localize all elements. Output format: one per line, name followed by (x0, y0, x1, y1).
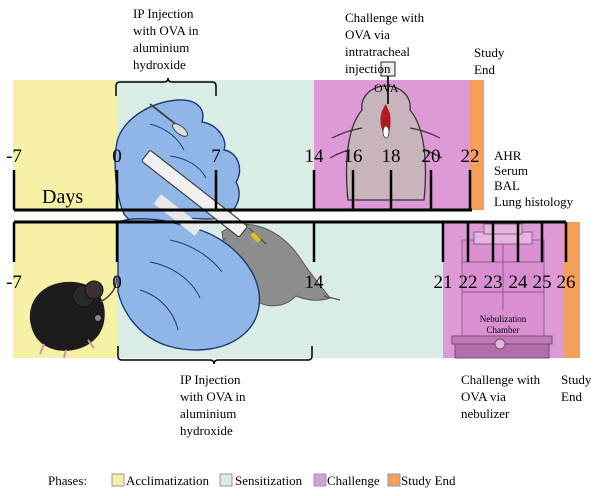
svg-text:Study: Study (474, 45, 505, 60)
legend-swatch-study-end (387, 473, 401, 487)
days-label: Days (42, 186, 83, 208)
bottom-study-end-note: Study End (561, 372, 592, 404)
svg-text:IP Injection: IP Injection (180, 372, 241, 387)
svg-text:End: End (474, 62, 495, 77)
bottom-tick-label: 0 (112, 272, 122, 293)
top-study-end-region (469, 80, 484, 210)
bottom-ip-injection-note: IP Injection with OVA in aluminium hydro… (180, 372, 246, 438)
bottom-tick-label: 25 (533, 272, 552, 293)
top-timeline: -7 0 7 14 16 18 20 22 Days (6, 77, 480, 212)
top-tick-label: 20 (422, 146, 441, 167)
legend-item: Acclimatization (126, 473, 210, 488)
legend-title: Phases: (48, 473, 87, 488)
bottom-tick-label: 23 (484, 272, 503, 293)
top-tick-label: -7 (6, 146, 22, 167)
outcome-item: Serum (494, 163, 528, 178)
bottom-injection-brace (117, 346, 313, 365)
legend-item: Sensitization (235, 473, 303, 488)
outcome-item: BAL (494, 178, 520, 193)
svg-text:Challenge with: Challenge with (461, 372, 541, 387)
intratracheal-rat-illustration (329, 61, 443, 201)
svg-text:OVA via: OVA via (461, 389, 506, 404)
svg-text:End: End (561, 389, 582, 404)
top-study-end-note: Study End (474, 45, 505, 77)
phase-legend: Phases: Acclimatization Sensitization Ch… (48, 473, 456, 488)
bottom-tick-label: 21 (434, 272, 453, 293)
ova-label: OVA (374, 81, 399, 95)
outcome-list: AHR Serum BAL Lung histology (494, 148, 574, 209)
svg-text:with OVA in: with OVA in (133, 23, 199, 38)
top-tick-label: 18 (382, 146, 401, 167)
syringe-icon (141, 103, 267, 245)
top-injection-brace (115, 77, 217, 96)
svg-text:hydroxide: hydroxide (133, 57, 186, 72)
svg-text:with OVA in: with OVA in (180, 389, 246, 404)
outcome-item: AHR (494, 148, 522, 163)
nebulization-chamber-icon: Nebulization Chamber (451, 223, 553, 359)
svg-text:Study: Study (561, 372, 592, 387)
top-challenge-note: Challenge with OVA via intratracheal inj… (345, 10, 425, 76)
legend-item: Challenge (327, 473, 380, 488)
top-ip-injection-note: IP Injection with OVA in aluminium hydro… (133, 6, 199, 72)
bottom-tick-label: 26 (557, 272, 576, 293)
top-tick-label: 16 (344, 146, 363, 167)
injection-illustration (114, 99, 341, 351)
chamber-label-line-2: Chamber (487, 325, 520, 335)
legend-swatch-challenge (313, 473, 327, 487)
legend-item: Study End (401, 473, 456, 488)
top-tick-label: 7 (211, 146, 221, 167)
svg-text:aluminium: aluminium (180, 406, 236, 421)
chamber-label-line-1: Nebulization (480, 314, 527, 324)
top-acclimatization-region (13, 80, 117, 210)
top-tick-label: 0 (112, 146, 122, 167)
bottom-tick-label: 22 (459, 272, 478, 293)
svg-text:hydroxide: hydroxide (180, 423, 233, 438)
svg-text:Challenge with: Challenge with (345, 10, 425, 25)
svg-text:nebulizer: nebulizer (461, 406, 510, 421)
bottom-tick-label: -7 (6, 272, 22, 293)
bottom-challenge-note: Challenge with OVA via nebulizer (461, 372, 541, 421)
svg-text:OVA via: OVA via (345, 27, 390, 42)
svg-text:intratracheal: intratracheal (345, 44, 410, 59)
svg-text:IP Injection: IP Injection (133, 6, 194, 21)
svg-text:injection: injection (345, 61, 391, 76)
top-tick-label: 22 (461, 146, 480, 167)
top-tick-label: 14 (305, 146, 325, 167)
legend-swatch-sensitization (219, 473, 233, 487)
svg-text:aluminium: aluminium (133, 40, 189, 55)
bottom-tick-label: 14 (305, 272, 325, 293)
bottom-tick-label: 24 (509, 272, 529, 293)
outcome-item: Lung histology (494, 194, 574, 209)
black-mouse-icon (29, 275, 118, 359)
legend-swatch-acclimatization (111, 473, 125, 487)
